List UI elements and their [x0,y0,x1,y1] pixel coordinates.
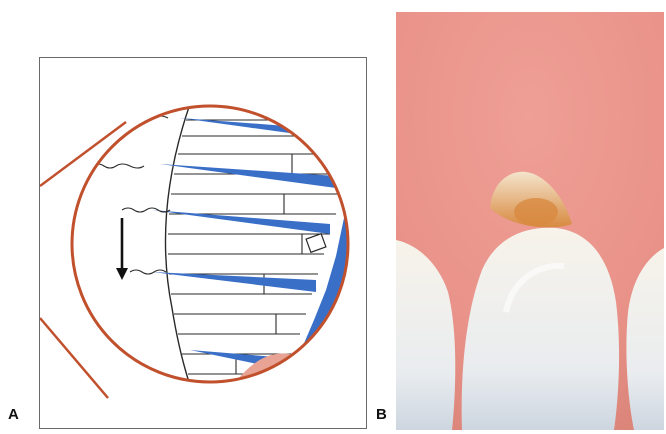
gingiva-photo [396,12,664,430]
panel-b-photo [396,12,664,430]
panel-label-b: B [376,407,387,422]
zoom-line-lower [40,318,108,398]
panel-a-diagram [39,57,367,429]
panel-label-a: A [8,407,19,422]
magnified-tissue [72,88,367,429]
periodontal-fiber-schematic [40,58,367,429]
